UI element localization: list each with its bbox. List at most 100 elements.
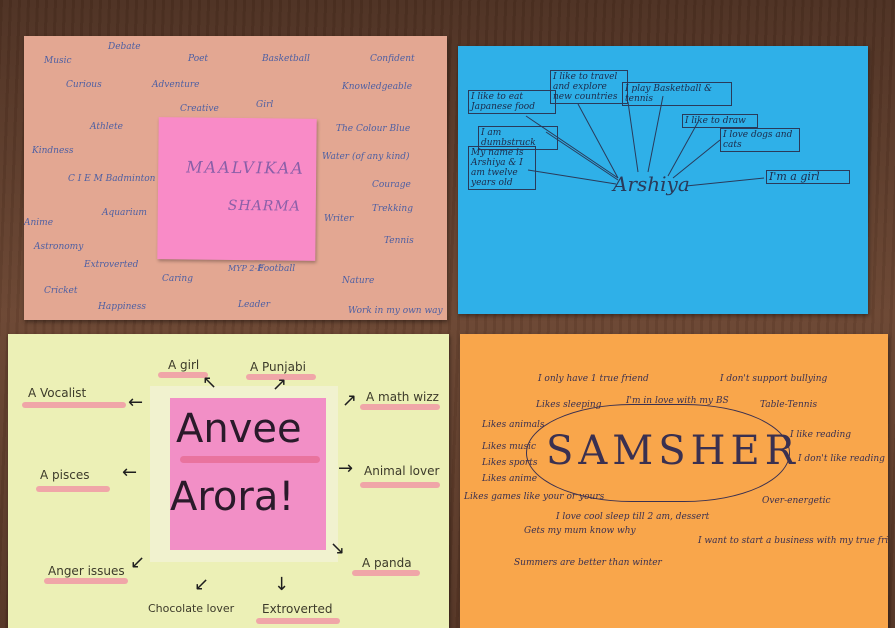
- wave-underline: [180, 456, 320, 463]
- line: I want to start a business with my true …: [698, 536, 888, 546]
- poster-anvee: Anvee Arora! A Vocalist A girl A Punjabi…: [8, 334, 449, 628]
- highlight: [36, 486, 110, 492]
- line: I don't support bullying: [720, 374, 828, 384]
- bubble-basketball: I play Basketball & tennis: [622, 82, 732, 106]
- word: Debate: [108, 42, 141, 52]
- highlight: [360, 482, 440, 488]
- bubble-name: My name is Arshiya & I am twelve years o…: [468, 146, 536, 190]
- line: I don't like reading: [798, 454, 885, 464]
- highlight: [22, 402, 126, 408]
- trait-panda: A panda: [362, 556, 412, 570]
- poster-arshiya: I like to eat Japanese food I like to tr…: [458, 46, 868, 314]
- word: Aquarium: [102, 208, 147, 218]
- mindmap-lines: [525, 95, 765, 187]
- arrow-icon: ↖: [202, 372, 218, 393]
- arrow-icon: ←: [122, 462, 138, 483]
- line: Likes music: [482, 442, 536, 452]
- line: Likes sports: [482, 458, 538, 468]
- bubble-draw: I like to draw: [682, 114, 758, 128]
- word: Girl: [256, 100, 274, 110]
- word: Astronomy: [34, 242, 84, 252]
- line: Table-Tennis: [760, 400, 818, 410]
- bubble-girl: I'm a girl: [766, 170, 850, 184]
- line: Likes anime: [482, 474, 538, 484]
- word: Athlete: [90, 122, 123, 132]
- poster-samsher: SAMSHER I only have 1 true friend I don'…: [460, 334, 888, 628]
- highlight: [352, 570, 420, 576]
- trait-vocalist: A Vocalist: [28, 386, 87, 400]
- arrow-icon: ↗: [272, 374, 288, 395]
- arrow-icon: →: [338, 458, 354, 479]
- line: I'm in love with my BS: [626, 396, 729, 406]
- word: Knowledgeable: [342, 82, 413, 92]
- bubble-dumbstruck: I am dumbstruck: [478, 126, 558, 150]
- word: Nature: [342, 276, 375, 286]
- sticky-name-last: SHARMA: [227, 197, 301, 215]
- highlight: [246, 374, 316, 380]
- trait-pisces: A pisces: [40, 468, 90, 482]
- word: Basketball: [262, 54, 310, 64]
- name-last: Arora!: [170, 474, 295, 520]
- highlight: [44, 578, 128, 584]
- word: Adventure: [152, 80, 200, 90]
- arrow-icon: ↓: [274, 574, 290, 595]
- bubble-japanese-food: I like to eat Japanese food: [468, 90, 556, 114]
- poster-maalvikaa: Music Debate Poet Basketball Confident C…: [24, 36, 447, 320]
- word: Extroverted: [84, 260, 139, 270]
- line: I love cool sleep till 2 am, dessert: [556, 512, 710, 522]
- line: Summers are better than winter: [514, 558, 662, 568]
- center-name: Arshiya: [613, 172, 690, 196]
- center-name: SAMSHER: [546, 428, 800, 474]
- name-card: [170, 398, 326, 550]
- line: Likes animals: [482, 420, 545, 430]
- word: Writer: [324, 214, 354, 224]
- word: Kindness: [32, 146, 74, 156]
- word: Poet: [188, 54, 209, 64]
- word: Tennis: [384, 236, 414, 246]
- arrow-icon: ←: [128, 392, 144, 413]
- word: Happiness: [98, 302, 146, 312]
- arrow-icon: ↘: [330, 538, 346, 559]
- word: Curious: [66, 80, 102, 90]
- cloud-outline: [526, 404, 790, 502]
- bubble-travel: I like to travel and explore new countri…: [550, 70, 628, 104]
- word: Courage: [372, 180, 411, 190]
- highlight: [158, 372, 208, 378]
- trait-punjabi: A Punjabi: [250, 360, 306, 374]
- trait-chocolate: Chocolate lover: [148, 602, 235, 615]
- trait-girl: A girl: [168, 358, 200, 372]
- word: Leader: [238, 300, 271, 310]
- name-first: Anvee: [176, 406, 302, 452]
- arrow-icon: ↗: [342, 390, 358, 411]
- word: Cricket: [44, 286, 78, 296]
- word: Trekking: [372, 204, 413, 214]
- sticky-note: MAALVIKAA SHARMA: [157, 117, 317, 261]
- line: I like reading: [790, 430, 852, 440]
- line: Likes sleeping: [536, 400, 602, 410]
- bubble-dogs-cats: I love dogs and cats: [720, 128, 800, 152]
- line: Likes games like your or yours: [464, 492, 605, 502]
- word: Football: [258, 264, 296, 274]
- word: Caring: [162, 274, 193, 284]
- word: Confident: [370, 54, 415, 64]
- highlight: [360, 404, 440, 410]
- trait-anger: Anger issues: [48, 564, 125, 578]
- line: Gets my mum know why: [524, 526, 636, 536]
- highlight: [256, 618, 340, 624]
- trait-math: A math wizz: [366, 390, 439, 404]
- class-tag: MYP 2-E: [228, 264, 264, 273]
- arrow-icon: ↙: [130, 552, 146, 573]
- word: Music: [44, 56, 72, 66]
- trait-extroverted: Extroverted: [262, 602, 333, 616]
- word: Creative: [180, 104, 219, 114]
- sticky-name-first: MAALVIKAA: [186, 157, 305, 178]
- word: Anime: [24, 218, 54, 228]
- trait-animal-lover: Animal lover: [364, 464, 440, 478]
- word: C I E M Badminton: [68, 174, 156, 184]
- line: I only have 1 true friend: [538, 374, 649, 384]
- word: The Colour Blue: [336, 124, 411, 134]
- arrow-icon: ↙: [194, 574, 210, 595]
- line: Over-energetic: [762, 496, 831, 506]
- word: Water (of any kind): [322, 152, 410, 162]
- word: Work in my own way: [348, 306, 443, 316]
